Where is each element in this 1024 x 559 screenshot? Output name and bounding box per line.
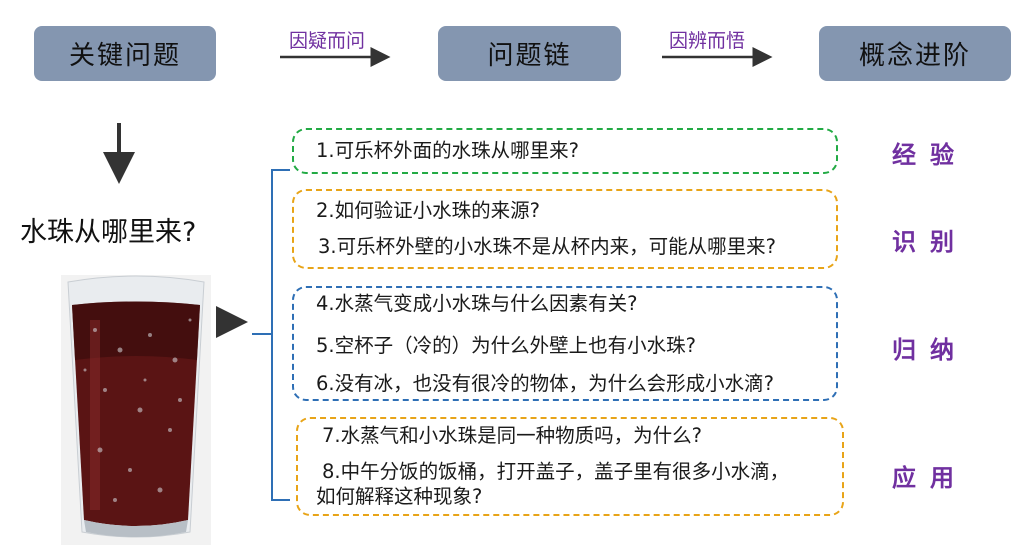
flow-label-understand: 因辨而悟 bbox=[669, 30, 746, 52]
question-8-continued: 如何解释这种现象? bbox=[316, 485, 483, 508]
question-7: 7.水蒸气和小水珠是同一种物质吗，为什么? bbox=[322, 424, 702, 447]
category-apply: 应用 bbox=[892, 464, 968, 492]
question-group-apply bbox=[296, 417, 844, 516]
question-4: 4.水蒸气变成小水珠与什么因素有关? bbox=[316, 292, 638, 315]
main-question: 水珠从哪里来? bbox=[20, 217, 197, 248]
header-box-question-chain-label: 问题链 bbox=[487, 41, 572, 71]
header-box-question-chain: 问题链 bbox=[438, 26, 621, 81]
question-2: 2.如何验证小水珠的来源? bbox=[316, 199, 540, 222]
category-induce: 归纳 bbox=[892, 336, 968, 364]
question-group-experience bbox=[292, 128, 838, 174]
cola-glass-image bbox=[61, 275, 211, 545]
bracket bbox=[252, 169, 290, 501]
category-experience: 经验 bbox=[892, 141, 968, 169]
flow-label-question: 因疑而问 bbox=[289, 30, 366, 52]
question-group-identify bbox=[292, 189, 838, 269]
question-3: 3.可乐杯外壁的小水珠不是从杯内来，可能从哪里来? bbox=[318, 235, 776, 258]
header-box-key-question: 关键问题 bbox=[34, 26, 216, 81]
header-box-concept-advance: 概念进阶 bbox=[819, 26, 1011, 81]
header-box-key-question-label: 关键问题 bbox=[68, 41, 181, 71]
question-6: 6.没有冰，也没有很冷的物体，为什么会形成小水滴? bbox=[316, 372, 774, 395]
header-box-concept-advance-label: 概念进阶 bbox=[858, 41, 971, 71]
question-1: 1.可乐杯外面的水珠从哪里来? bbox=[316, 139, 579, 162]
question-5: 5.空杯子（冷的）为什么外壁上也有小水珠? bbox=[316, 334, 696, 357]
category-identify: 识别 bbox=[892, 228, 968, 256]
question-8: 8.中午分饭的饭桶，打开盖子，盖子里有很多小水滴， bbox=[322, 460, 790, 483]
question-group-induce bbox=[292, 286, 838, 401]
